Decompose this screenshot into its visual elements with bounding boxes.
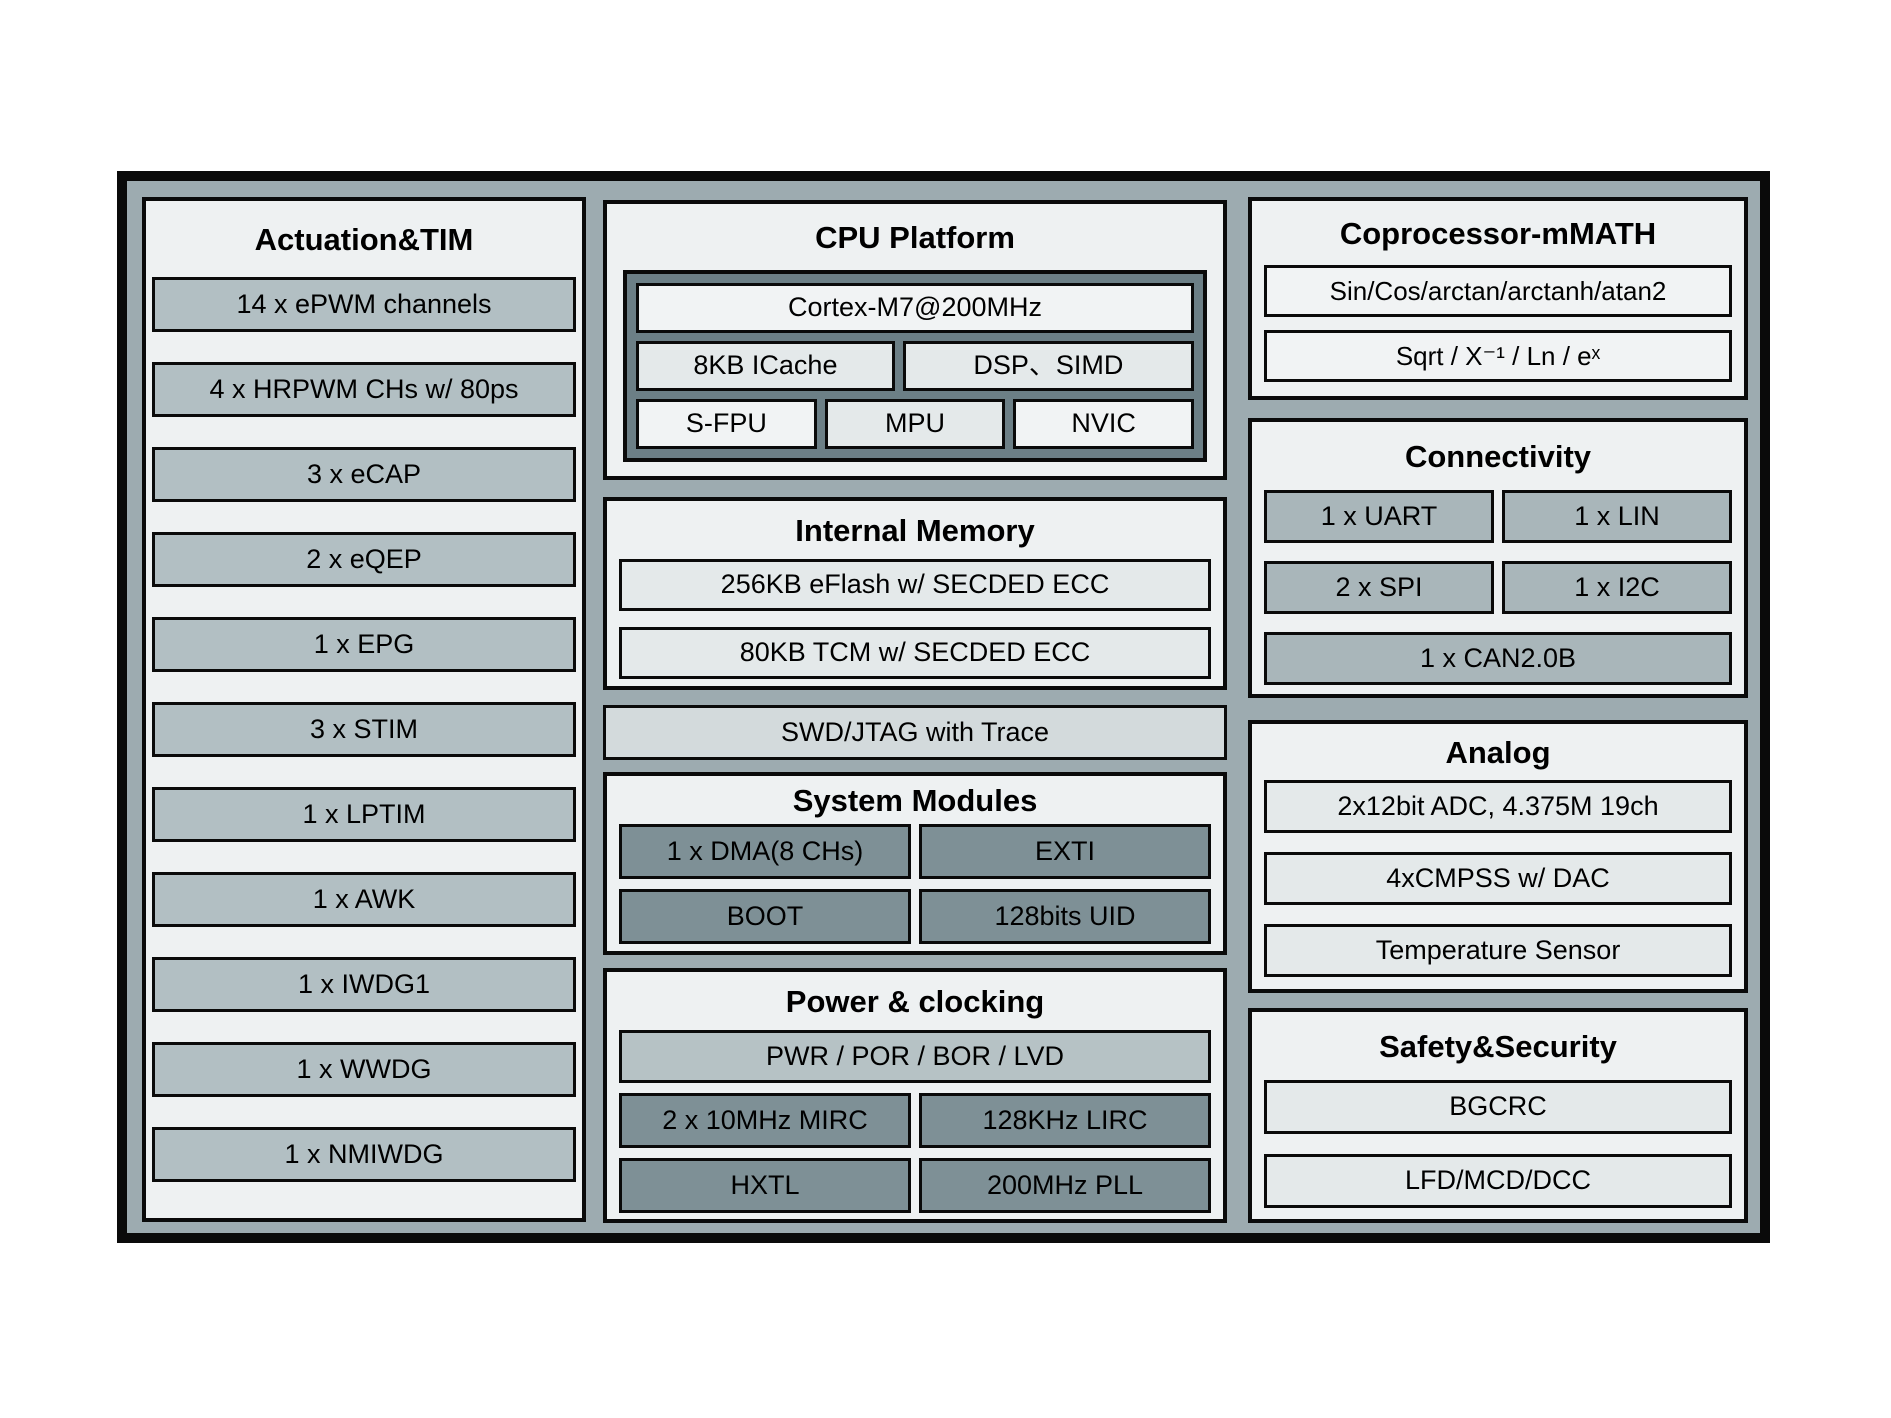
section-title-safety-security: Safety&Security: [1379, 1028, 1617, 1064]
section-title-system-modules: System Modules: [792, 782, 1038, 818]
safety-block-list: BGCRC LFD/MCD/DCC: [1264, 1080, 1732, 1208]
block-bgcrc: BGCRC: [1264, 1080, 1732, 1134]
block-temp-sensor: Temperature Sensor: [1264, 924, 1732, 977]
cpu-row-cache-dsp: 8KB ICache DSP、SIMD: [636, 341, 1194, 391]
coprocessor-block-list: Sin/Cos/arctan/arctanh/atan2 Sqrt / X⁻¹ …: [1264, 265, 1732, 382]
cpu-core-group: Cortex-M7@200MHz 8KB ICache DSP、SIMD S-F…: [623, 270, 1207, 462]
block-adc: 2x12bit ADC, 4.375M 19ch: [1264, 780, 1732, 833]
section-title-connectivity: Connectivity: [1404, 438, 1592, 474]
block-hxtl: HXTL: [619, 1158, 911, 1213]
section-safety-security: Safety&Security BGCRC LFD/MCD/DCC: [1248, 1008, 1748, 1223]
block-uid: 128bits UID: [919, 889, 1211, 944]
section-title-actuation-tim: Actuation&TIM: [254, 221, 474, 257]
block-lfd-mcd-dcc: LFD/MCD/DCC: [1264, 1154, 1732, 1208]
block-exti: EXTI: [919, 824, 1211, 879]
block-trig-functions: Sin/Cos/arctan/arctanh/atan2: [1264, 265, 1732, 317]
section-title-power-clocking: Power & clocking: [785, 983, 1045, 1019]
block-dma: 1 x DMA(8 CHs): [619, 824, 911, 879]
section-internal-memory: Internal Memory 256KB eFlash w/ SECDED E…: [603, 497, 1227, 690]
block-swd-jtag-trace: SWD/JTAG with Trace: [603, 705, 1227, 760]
block-iwdg1: 1 x IWDG1: [152, 957, 576, 1012]
block-stim: 3 x STIM: [152, 702, 576, 757]
block-eqep: 2 x eQEP: [152, 532, 576, 587]
block-icache: 8KB ICache: [636, 341, 895, 391]
section-title-cpu-platform: CPU Platform: [815, 219, 1015, 255]
actuation-block-list: 14 x ePWM channels 4 x HRPWM CHs w/ 80ps…: [152, 277, 576, 1182]
block-spi: 2 x SPI: [1264, 561, 1494, 614]
section-actuation-tim: Actuation&TIM 14 x ePWM channels 4 x HRP…: [142, 197, 586, 1222]
block-wwdg: 1 x WWDG: [152, 1042, 576, 1097]
block-uart: 1 x UART: [1264, 490, 1494, 543]
block-pwr-por-bor-lvd: PWR / POR / BOR / LVD: [619, 1030, 1211, 1083]
block-dsp-simd: DSP、SIMD: [902, 341, 1194, 391]
block-eflash: 256KB eFlash w/ SECDED ECC: [619, 559, 1211, 611]
section-title-coprocessor-mmath: Coprocessor-mMATH: [1339, 215, 1657, 251]
block-lirc: 128KHz LIRC: [919, 1093, 1211, 1148]
block-hrpwm: 4 x HRPWM CHs w/ 80ps: [152, 362, 576, 417]
analog-block-list: 2x12bit ADC, 4.375M 19ch 4xCMPSS w/ DAC …: [1264, 780, 1732, 977]
block-nmiwdg: 1 x NMIWDG: [152, 1127, 576, 1182]
block-cmpss: 4xCMPSS w/ DAC: [1264, 852, 1732, 905]
section-power-clocking: Power & clocking PWR / POR / BOR / LVD 2…: [603, 968, 1227, 1223]
memory-block-list: 256KB eFlash w/ SECDED ECC 80KB TCM w/ S…: [619, 559, 1211, 679]
system-block-grid: 1 x DMA(8 CHs) EXTI BOOT 128bits UID: [619, 824, 1211, 944]
block-epwm-channels: 14 x ePWM channels: [152, 277, 576, 332]
section-system-modules: System Modules 1 x DMA(8 CHs) EXTI BOOT …: [603, 772, 1227, 955]
section-cpu-platform: CPU Platform Cortex-M7@200MHz 8KB ICache…: [603, 200, 1227, 480]
block-nvic: NVIC: [1013, 399, 1195, 449]
section-title-analog: Analog: [1445, 734, 1551, 770]
block-cortex-core: Cortex-M7@200MHz: [636, 283, 1194, 333]
section-coprocessor-mmath: Coprocessor-mMATH Sin/Cos/arctan/arctanh…: [1248, 197, 1748, 400]
block-mirc: 2 x 10MHz MIRC: [619, 1093, 911, 1148]
block-i2c: 1 x I2C: [1502, 561, 1732, 614]
block-sqrt-ln-exp: Sqrt / X⁻¹ / Ln / eˣ: [1264, 330, 1732, 382]
connectivity-block-grid: 1 x UART 1 x LIN 2 x SPI 1 x I2C: [1264, 490, 1732, 614]
chip-outline: Actuation&TIM 14 x ePWM channels 4 x HRP…: [117, 171, 1770, 1243]
block-lin: 1 x LIN: [1502, 490, 1732, 543]
block-lptim: 1 x LPTIM: [152, 787, 576, 842]
block-sfpu: S-FPU: [636, 399, 817, 449]
block-epg: 1 x EPG: [152, 617, 576, 672]
block-boot: BOOT: [619, 889, 911, 944]
power-block-grid: 2 x 10MHz MIRC 128KHz LIRC HXTL 200MHz P…: [619, 1093, 1211, 1213]
section-analog: Analog 2x12bit ADC, 4.375M 19ch 4xCMPSS …: [1248, 720, 1748, 993]
block-tcm: 80KB TCM w/ SECDED ECC: [619, 627, 1211, 679]
section-title-internal-memory: Internal Memory: [795, 512, 1035, 548]
cpu-row-fpu-mpu-nvic: S-FPU MPU NVIC: [636, 399, 1195, 449]
block-pll: 200MHz PLL: [919, 1158, 1211, 1213]
block-awk: 1 x AWK: [152, 872, 576, 927]
block-can: 1 x CAN2.0B: [1264, 632, 1732, 685]
section-connectivity: Connectivity 1 x UART 1 x LIN 2 x SPI 1 …: [1248, 418, 1748, 698]
cpu-row-core: Cortex-M7@200MHz: [636, 283, 1194, 333]
block-mpu: MPU: [824, 399, 1006, 449]
block-ecap: 3 x eCAP: [152, 447, 576, 502]
